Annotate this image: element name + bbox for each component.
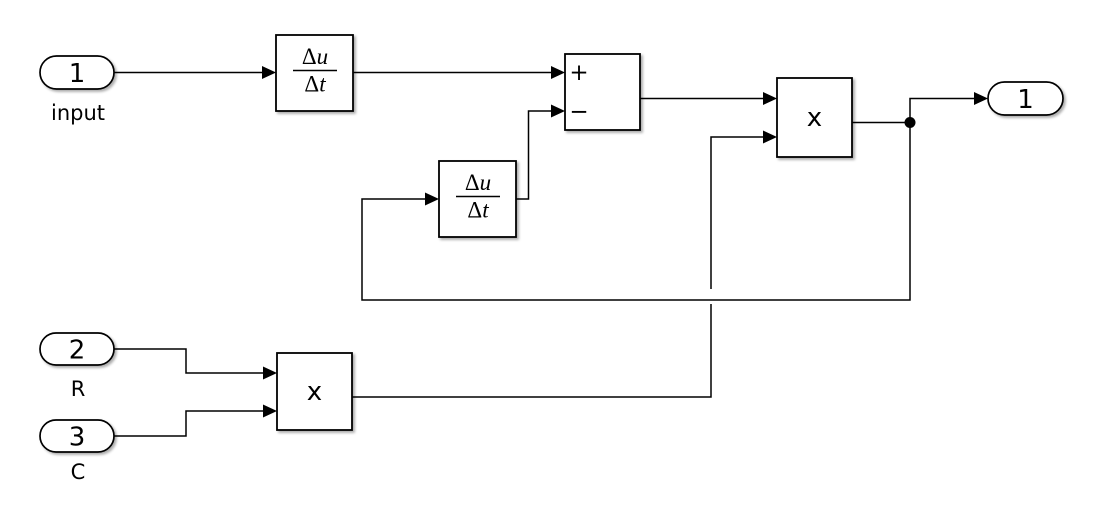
inport-shape[interactable]	[39, 55, 115, 90]
derivative1-denominator: Δt	[304, 72, 326, 97]
sum-plus-sign: +	[569, 60, 588, 86]
product-top-label: x	[807, 103, 822, 133]
wire-product-top-to-outport[interactable]	[852, 97, 974, 124]
wire-inport3-to-product-bottom[interactable]	[114, 410, 263, 437]
outport-block[interactable]: 1	[987, 81, 1064, 116]
arrowhead	[763, 92, 777, 105]
inport-number: 3	[69, 423, 86, 453]
arrowhead	[262, 66, 276, 79]
inport-block-c[interactable]: 3	[39, 419, 115, 453]
derivative1-numerator: Δu	[302, 44, 328, 69]
outport-shape[interactable]	[987, 81, 1064, 116]
inport-label-r[interactable]: R	[71, 377, 86, 401]
sum-block[interactable]: + −	[564, 53, 641, 131]
wire-feedback-to-derivative2[interactable]	[361, 122, 911, 301]
product-bottom-shape[interactable]	[276, 352, 353, 431]
arrowhead	[263, 404, 277, 418]
derivative2-shape[interactable]	[438, 160, 517, 238]
product-top-shape[interactable]	[776, 77, 853, 158]
arrowhead	[763, 130, 777, 144]
product-top-block[interactable]: x	[776, 77, 853, 158]
arrowhead	[974, 92, 988, 105]
arrowhead	[425, 192, 439, 206]
inport-block-input[interactable]: 1	[39, 55, 115, 90]
arrowhead	[551, 66, 565, 79]
arrowhead	[263, 366, 277, 380]
wire-product-bottom-to-product-top[interactable]	[352, 136, 763, 398]
inport-number: 1	[69, 59, 86, 89]
derivative1-block[interactable]: Δu Δt	[275, 34, 354, 112]
outport-number: 1	[1017, 85, 1034, 115]
wire-inport2-to-product-bottom[interactable]	[114, 348, 263, 374]
sum-minus-sign: −	[569, 99, 588, 125]
derivative2-denominator: Δt	[467, 198, 489, 223]
inport-shape[interactable]	[39, 419, 115, 453]
product-bottom-block[interactable]: x	[276, 352, 353, 431]
inport-label-c[interactable]: C	[71, 460, 86, 484]
product-bottom-label: x	[307, 377, 322, 407]
derivative1-shape[interactable]	[275, 34, 354, 112]
inport-block-r[interactable]: 2	[39, 332, 115, 366]
derivative2-numerator: Δu	[465, 170, 491, 195]
wire-derivative2-to-sum-minus[interactable]	[516, 110, 551, 200]
arrowhead	[551, 104, 565, 118]
inport-number: 2	[69, 336, 86, 366]
inport-shape[interactable]	[39, 332, 115, 366]
sum-shape[interactable]	[564, 53, 641, 131]
derivative2-block[interactable]: Δu Δt	[438, 160, 517, 238]
inport-label-input[interactable]: input	[51, 101, 105, 125]
